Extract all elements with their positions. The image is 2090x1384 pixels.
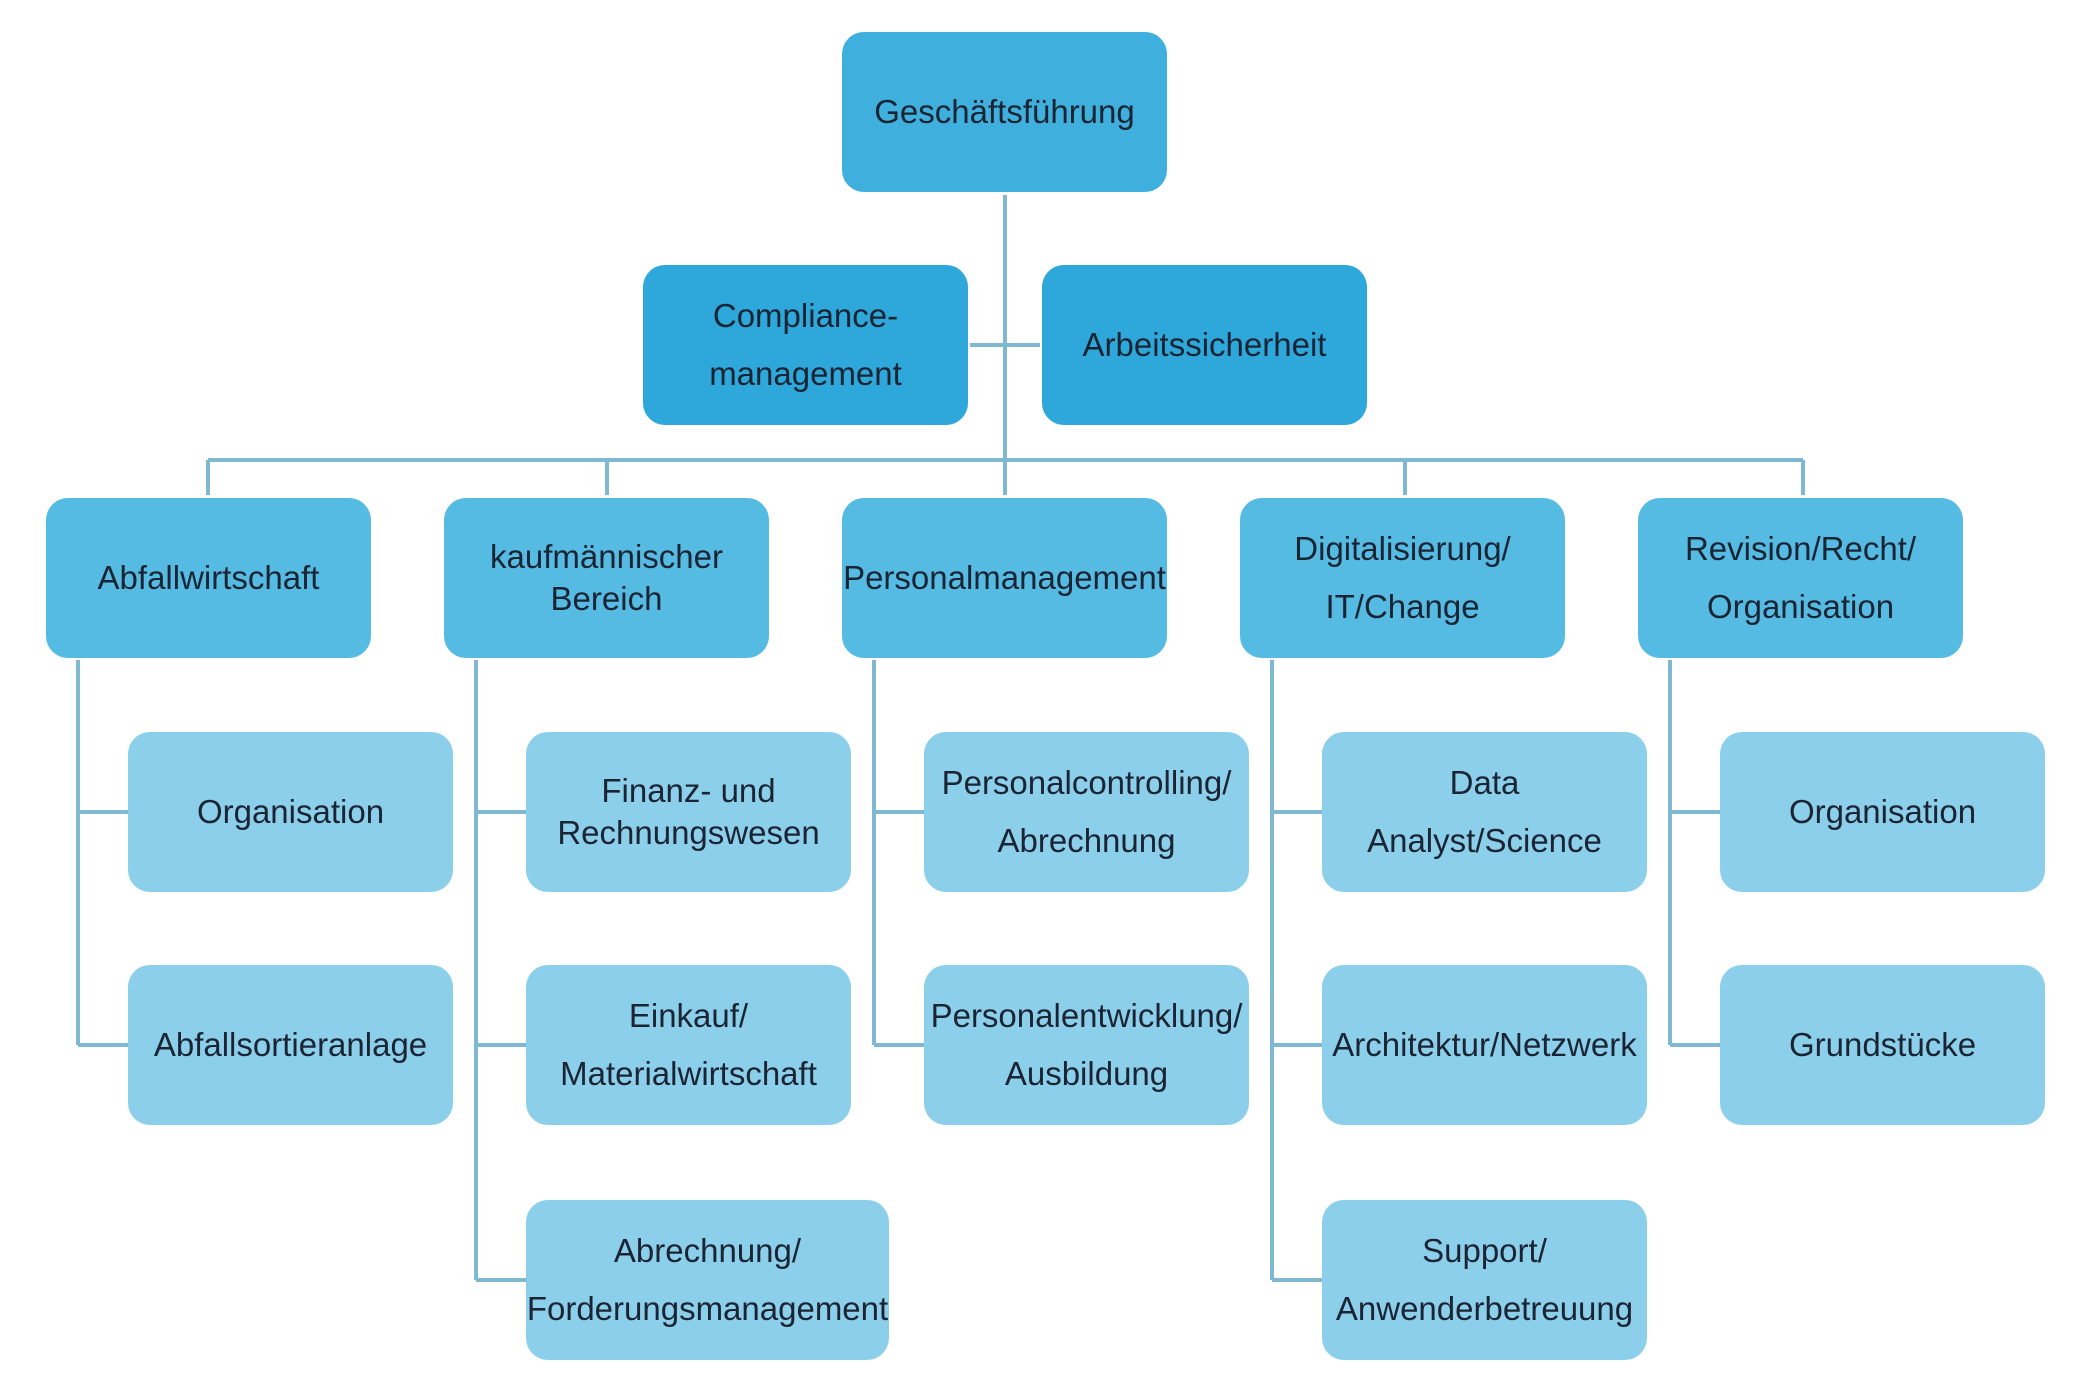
department-box-kaufmaennischer-bereich: kaufmännischer Bereich xyxy=(444,498,769,658)
department-box-abfallwirtschaft: Abfallwirtschaft xyxy=(46,498,371,658)
unit-box-einkauf: Einkauf/ Materialwirtschaft xyxy=(526,965,851,1125)
unit-box-grundstuecke: Grundstücke xyxy=(1720,965,2045,1125)
department-box-revision: Revision/Recht/ Organisation xyxy=(1638,498,1963,658)
root-box-geschaeftsfuehrung: Geschäftsführung xyxy=(842,32,1167,192)
unit-box-abfallsortieranlage: Abfallsortieranlage xyxy=(128,965,453,1125)
department-box-digitalisierung: Digitalisierung/ IT/Change xyxy=(1240,498,1565,658)
unit-box-organisation-revision: Organisation xyxy=(1720,732,2045,892)
department-box-personalmanagement: Personalmanagement xyxy=(842,498,1167,658)
unit-box-personalcontrolling: Personalcontrolling/ Abrechnung xyxy=(924,732,1249,892)
staff-box-compliance: Compliance- management xyxy=(643,265,968,425)
unit-box-abrechnung-forderungsmanagement: Abrechnung/ Forderungsmanagement xyxy=(526,1200,889,1360)
unit-box-personalentwicklung: Personalentwicklung/ Ausbildung xyxy=(924,965,1249,1125)
unit-box-organisation: Organisation xyxy=(128,732,453,892)
staff-box-arbeitssicherheit: Arbeitssicherheit xyxy=(1042,265,1367,425)
unit-box-architektur: Architektur/Netzwerk xyxy=(1322,965,1647,1125)
unit-box-support: Support/ Anwenderbetreuung xyxy=(1322,1200,1647,1360)
unit-box-data-analyst: Data Analyst/Science xyxy=(1322,732,1647,892)
unit-box-finanz-rechnungswesen: Finanz- und Rechnungswesen xyxy=(526,732,851,892)
